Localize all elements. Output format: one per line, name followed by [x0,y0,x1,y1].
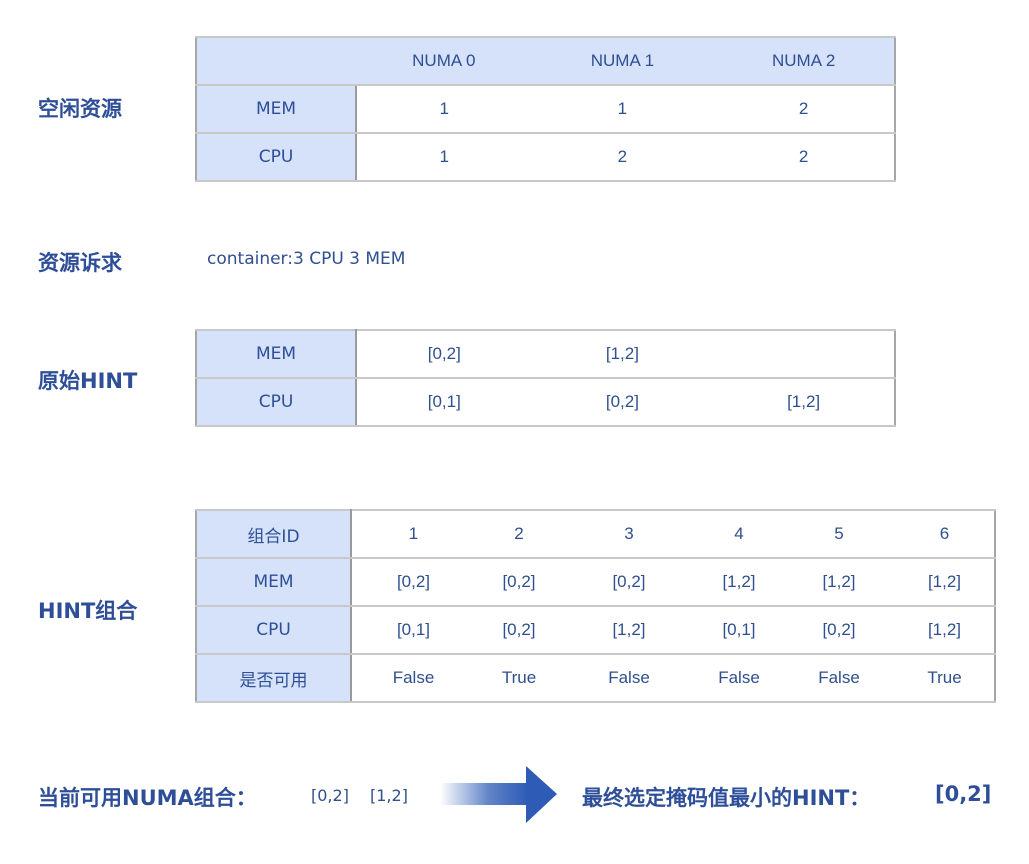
combo-id-cell: 1 [351,509,475,559]
table-cell: 2 [713,84,895,134]
hint-combo-table: 组合ID 1 2 3 4 5 6 MEM [0,2] [0,2] [0,2] [… [195,509,996,703]
row-header: 是否可用 [196,653,352,703]
availability-cell: False [351,653,475,703]
row-header: CPU [196,132,358,182]
row-header: MEM [196,329,358,379]
available-combo-value: [0,2] [311,786,349,805]
table-cell: [1,2] [695,557,783,607]
table-cell: 1 [356,132,532,182]
raw-hint-table: MEM [0,2] [1,2] CPU [0,1] [0,2] [1,2] [195,329,896,427]
table-cell: [0,1] [351,605,475,655]
row-header: 组合ID [196,509,352,559]
availability-cell: True [895,653,995,703]
row-header: MEM [196,557,352,607]
availability-cell: True [475,653,563,703]
final-hint-label: 最终选定掩码值最小的HINT： [582,786,871,810]
table-cell: [0,2] [351,557,475,607]
table-header-row: NUMA 0 NUMA 1 NUMA 2 [196,36,895,86]
table-header-row: 组合ID 1 2 3 4 5 6 [196,509,995,559]
table-cell: [0,1] [695,605,783,655]
table-row: MEM [0,2] [1,2] [196,329,895,379]
table-cell: [1,2] [895,605,995,655]
table-cell: [0,1] [356,377,532,427]
combo-id-cell: 4 [695,509,783,559]
table-cell: 1 [356,84,532,134]
row-header: CPU [196,377,358,427]
available-combo-value: [1,2] [370,786,408,805]
section-label-free-resources: 空闲资源 [38,97,122,121]
corner-cell [196,36,357,86]
demand-text: container:3 CPU 3 MEM [207,249,406,269]
row-header: CPU [196,605,352,655]
final-hint-value: [0,2] [935,782,992,806]
table-cell: [1,2] [783,557,895,607]
table-cell: [0,2] [475,557,563,607]
table-row: CPU [0,1] [0,2] [1,2] [196,377,895,427]
table-cell: [0,2] [563,557,695,607]
combo-id-cell: 3 [563,509,695,559]
table-cell: [1,2] [713,377,895,427]
column-header: NUMA 2 [713,36,895,86]
combo-id-cell: 6 [895,509,995,559]
table-cell: 1 [531,84,714,134]
table-cell: 2 [531,132,714,182]
combo-id-cell: 2 [475,509,563,559]
table-cell: [0,2] [783,605,895,655]
table-cell: [0,2] [356,329,532,379]
table-cell: [1,2] [531,329,714,379]
column-header: NUMA 1 [531,36,714,86]
free-resource-table: NUMA 0 NUMA 1 NUMA 2 MEM 1 1 2 CPU 1 2 2 [195,36,896,182]
available-combos-label: 当前可用NUMA组合： [38,786,257,810]
row-header: MEM [196,84,358,134]
table-row: CPU 1 2 2 [196,132,895,182]
table-cell: 2 [713,132,895,182]
combo-id-cell: 5 [783,509,895,559]
availability-cell: False [695,653,783,703]
table-cell: [1,2] [895,557,995,607]
section-label-raw-hint: 原始HINT [38,369,138,393]
availability-cell: False [783,653,895,703]
table-cell: [0,2] [531,377,714,427]
section-label-resource-demand: 资源诉求 [38,251,122,275]
table-cell: [0,2] [475,605,563,655]
table-row: MEM 1 1 2 [196,84,895,134]
table-cell: [1,2] [563,605,695,655]
table-row: 是否可用 False True False False False True [196,653,995,703]
table-row: MEM [0,2] [0,2] [0,2] [1,2] [1,2] [1,2] [196,557,995,607]
availability-cell: False [563,653,695,703]
right-arrow-icon [440,766,557,823]
table-cell [713,329,895,379]
section-label-hint-combo: HINT组合 [38,599,138,623]
table-row: CPU [0,1] [0,2] [1,2] [0,1] [0,2] [1,2] [196,605,995,655]
column-header: NUMA 0 [356,36,532,86]
